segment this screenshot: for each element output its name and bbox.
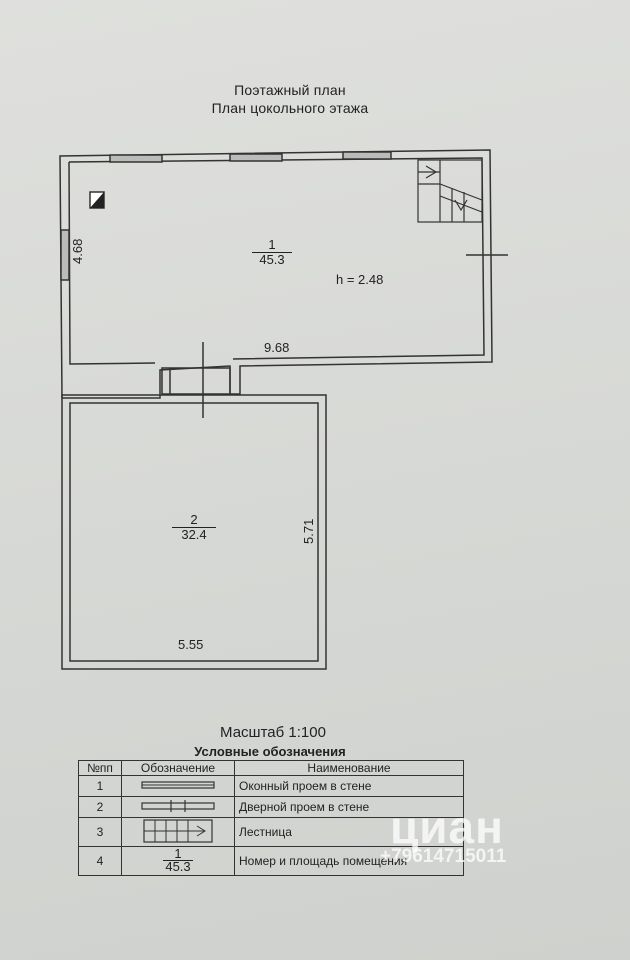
room1-number-area: 1 45.3: [252, 238, 292, 267]
legend-row: 3 Лестница: [78, 817, 464, 847]
room2-area: 32.4: [172, 527, 216, 542]
legend-header-row: №пп Обозначение Наименование: [78, 760, 464, 776]
room1-number: 1: [268, 237, 276, 252]
window-top-1: [109, 154, 163, 163]
legend-row-number: 3: [78, 817, 122, 847]
room2-width: 5.55: [178, 637, 204, 652]
watermark-phone: +79614715011: [380, 846, 507, 867]
legend-row: 4 1 45.3 Номер и площадь помещения: [78, 846, 464, 876]
door-opening: [161, 367, 231, 395]
window-top-2: [229, 153, 283, 162]
legend-col-symbol: Обозначение: [121, 760, 235, 776]
scale-label: Масштаб 1:100: [220, 724, 326, 741]
legend-symbol-area: 45.3: [163, 859, 193, 874]
room2-number-area: 2 32.4: [172, 513, 216, 542]
legend-row-name: Оконный проем в стене: [234, 775, 464, 797]
legend-col-number: №пп: [78, 760, 122, 776]
legend-row: 1 Оконный проем в стене: [78, 775, 464, 797]
room1-outer-wall: [59, 149, 493, 399]
column-symbol: [89, 191, 105, 209]
legend-row-name: Номер и площадь помещения: [234, 846, 464, 876]
room1-width: 9.68: [264, 340, 290, 355]
room2-inner-wall: [69, 402, 319, 662]
legend-row-number: 4: [78, 846, 122, 876]
floor-plan-drawing: [59, 149, 508, 670]
legend-row-number: 2: [78, 796, 122, 818]
legend-col-name: Наименование: [234, 760, 464, 776]
room2-outer-wall: [61, 394, 327, 670]
legend-row-name: Лестница: [234, 817, 464, 847]
room1-height: h = 2.48: [336, 272, 384, 287]
window-left: [60, 229, 70, 281]
legend-row: 2 Дверной проем в стене: [78, 796, 464, 818]
plan-title: Поэтажный план: [234, 82, 346, 98]
plan-subtitle: План цокольного этажа: [211, 100, 369, 116]
stair-symbol: [121, 817, 235, 847]
watermark-logo: циан: [390, 801, 504, 853]
legend-symbol-number: 1: [174, 846, 182, 861]
staircase: [417, 159, 483, 223]
room1-depth: 4.68: [70, 238, 85, 264]
legend-table: №пп Обозначение Наименование 1 Оконный п…: [78, 760, 464, 876]
window-top-3: [342, 151, 392, 160]
room1-area: 45.3: [252, 252, 292, 267]
room2-number: 2: [190, 512, 198, 527]
room2-depth: 5.71: [301, 518, 316, 544]
room-number-symbol: 1 45.3: [121, 846, 235, 876]
door-symbol: [121, 796, 235, 818]
legend-row-number: 1: [78, 775, 122, 797]
legend-title: Условные обозначения: [194, 744, 346, 759]
window-symbol: [121, 775, 235, 797]
